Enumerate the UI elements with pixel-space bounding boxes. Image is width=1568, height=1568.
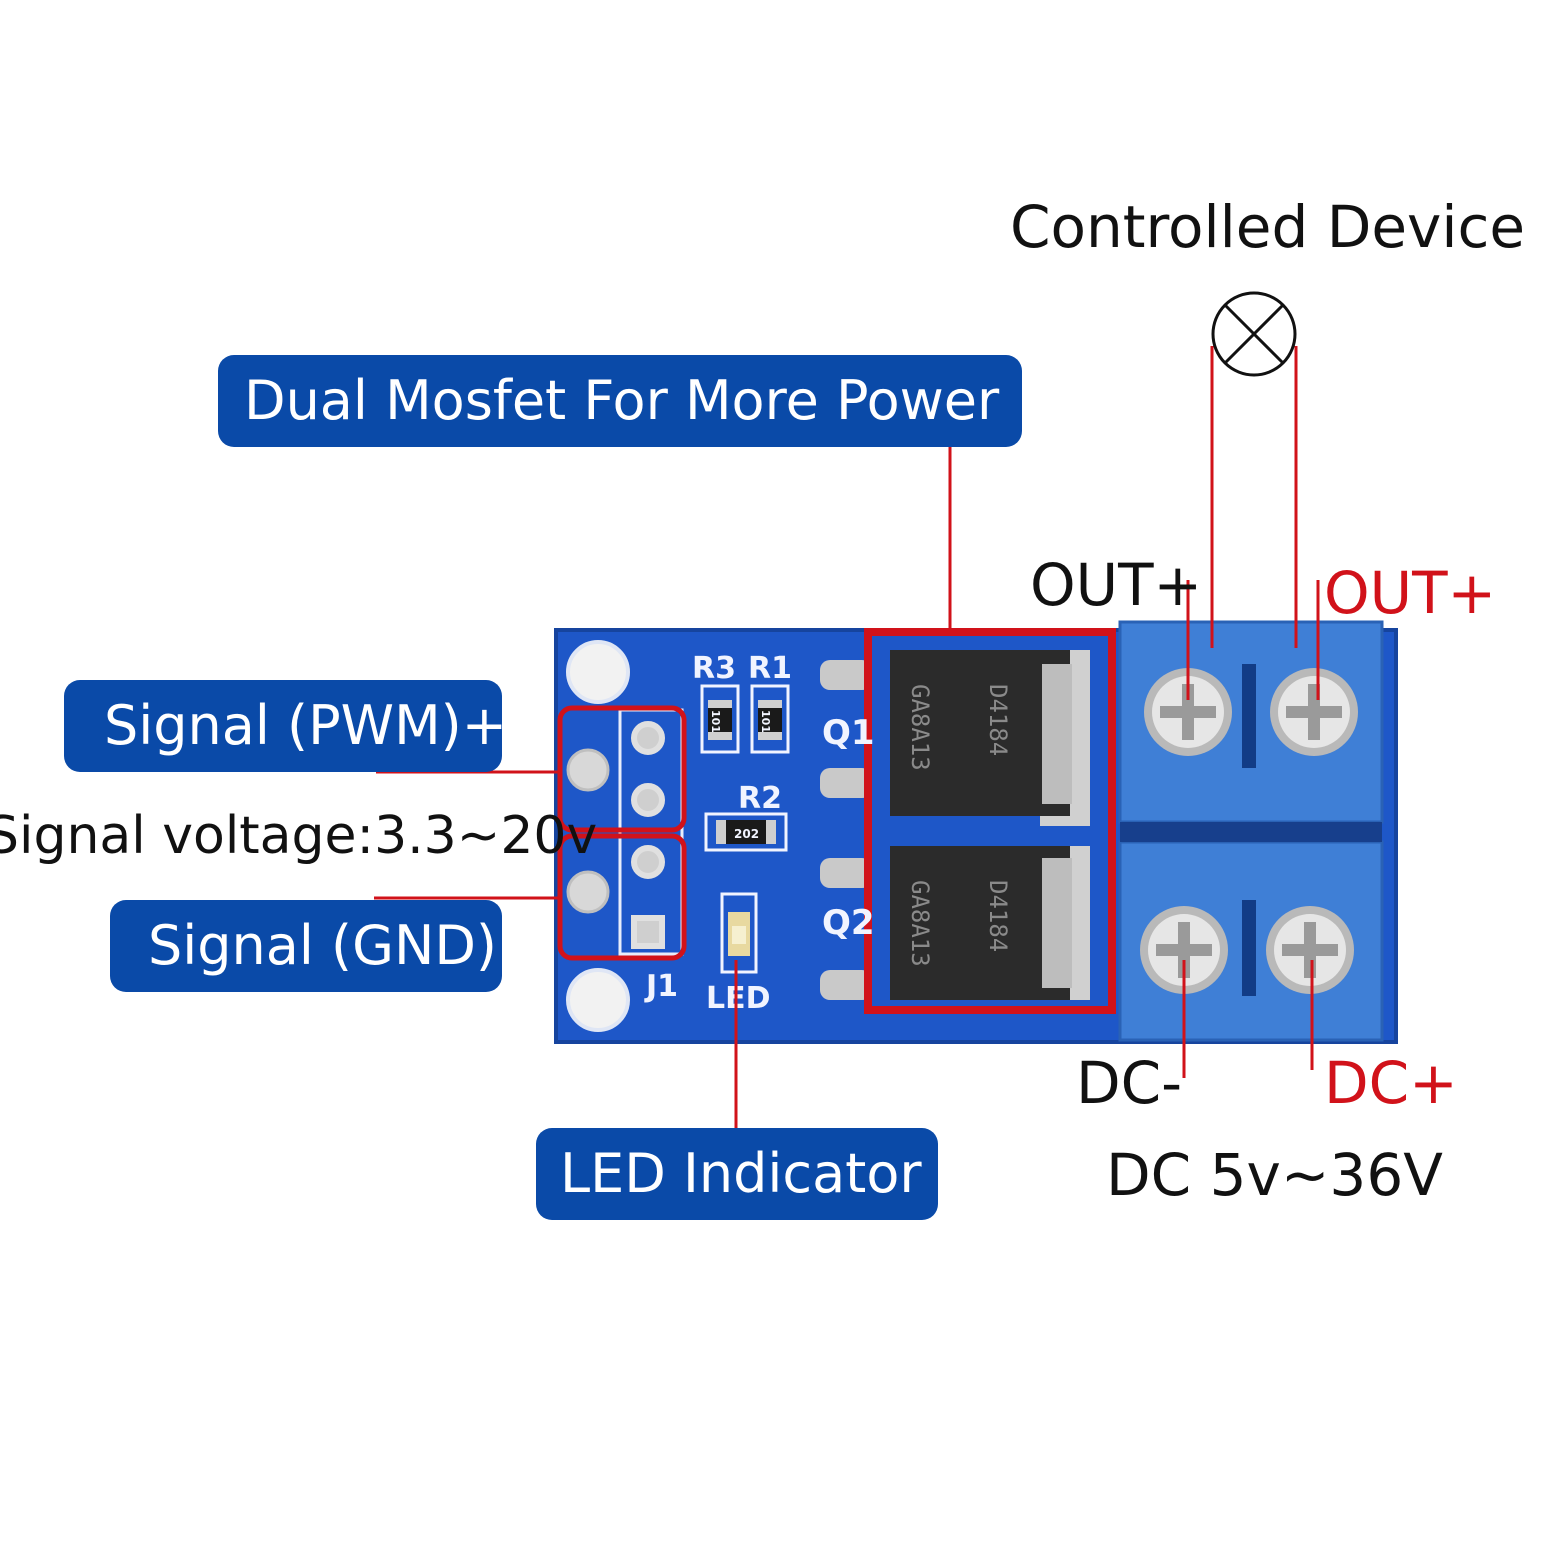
silk-led: LED [706,981,771,1016]
mosfet-q1 [890,650,1090,826]
resistor-r3 [700,684,740,754]
mosfet-q1-lot-marking: GA8A13 [906,684,934,771]
mosfet-q2-part-marking: D4184 [984,880,1012,952]
callout-led-indicator-text: LED Indicator [560,1142,922,1205]
callout-signal-gnd: Signal (GND) [110,900,502,992]
mounting-hole-bottom [566,968,630,1032]
terminal-block-power [1118,840,1384,1042]
callout-dual-mosfet: Dual Mosfet For More Power [218,355,1022,447]
label-dc-range: DC 5v~36V [1106,1141,1443,1209]
label-out-plus-left: OUT+ [1030,551,1203,619]
mosfet-q2-lot-marking: GA8A13 [906,880,934,967]
resistor-r2 [704,812,788,852]
silk-r3: R3 [692,651,736,686]
label-controlled-device: Controlled Device [1010,193,1526,261]
terminal-block-output [1118,620,1384,824]
silk-j1: J1 [644,969,678,1004]
mosfet-q2 [890,846,1090,1000]
resistor-r1 [750,684,790,754]
leader-lines [374,346,1320,1130]
silk-q1: Q1 [822,713,875,753]
label-dc-minus: DC- [1076,1049,1183,1117]
lamp-symbol-icon [1211,291,1297,377]
label-dc-plus: DC+ [1324,1049,1458,1117]
resistor-r2-code: 202 [734,827,759,841]
mounting-hole-top [566,640,630,704]
callout-signal-gnd-text: Signal (GND) [148,914,497,977]
resistor-r1-code: 101 [759,710,772,733]
pwm-pin-highlight-box [557,705,687,833]
mosfet-leads [820,660,872,1000]
silk-r1: R1 [748,651,792,686]
label-signal-voltage: Signal voltage:3.3~20v [0,806,598,866]
resistor-r3-code: 101 [709,710,722,733]
callout-signal-pwm-text: Signal (PWM)+ [104,694,507,757]
silk-q2: Q2 [822,903,875,943]
mosfet-highlight-box [864,628,1116,1014]
callout-signal-pwm: Signal (PWM)+ [64,680,507,772]
silk-r2: R2 [738,781,782,816]
led-component [720,892,758,974]
callout-dual-mosfet-text: Dual Mosfet For More Power [244,369,1000,432]
mosfet-q1-part-marking: D4184 [984,684,1012,756]
callout-led-indicator: LED Indicator [536,1128,938,1220]
label-out-plus-right: OUT+ [1324,559,1497,627]
